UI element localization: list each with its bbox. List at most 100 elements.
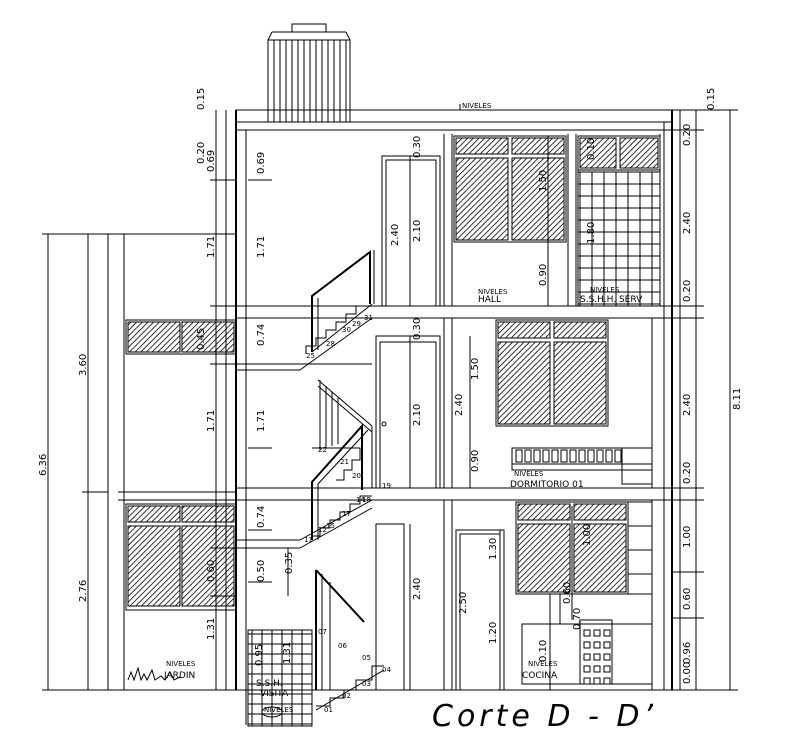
dim-label: 0.96 <box>682 642 693 664</box>
room-cocina: COCINA <box>522 671 558 681</box>
step-number: 31 <box>364 314 373 322</box>
step-number: 14 <box>356 496 365 504</box>
step-number: 17 <box>342 510 351 518</box>
dim-label: 1.80 <box>586 222 597 244</box>
levels-label: NIVELES <box>264 706 294 714</box>
dim-parapet-right: 0.15 <box>706 88 717 110</box>
dimension-lines <box>42 109 738 691</box>
dim-label: 1.20 <box>488 622 499 644</box>
dim-label: 0.60 <box>682 588 693 610</box>
room-sshh-visita-line2: VISITA <box>260 689 289 699</box>
dim-label: 0.69 <box>256 152 267 174</box>
dim-label: 0.10 <box>538 640 549 662</box>
left-extension <box>107 233 237 691</box>
dim-label: 1.31 <box>282 642 293 664</box>
dimension-labels: 6.36 3.60 2.76 8.11 0.15 0.15 0.20 0.69 … <box>38 88 743 684</box>
room-dormitorio: DORMITORIO 01 <box>510 480 584 490</box>
dim-label: 1.71 <box>206 410 217 432</box>
dim-label: 0.10 <box>586 138 597 160</box>
dim-label: 0.20 <box>196 142 207 164</box>
step-number: 30 <box>342 326 351 334</box>
dim-label: 0.74 <box>256 324 267 346</box>
dim-label: 1.00 <box>682 526 693 548</box>
step-number: 19 <box>382 482 391 490</box>
dim-label: 1.00 <box>582 524 593 546</box>
step-number: 29 <box>352 320 361 328</box>
step-number: 21 <box>340 458 349 466</box>
step-number: 11 <box>304 536 313 544</box>
step-number: 06 <box>338 642 347 650</box>
dim-label: 0.90 <box>470 450 481 472</box>
step-number: 15 <box>326 522 335 530</box>
staircase <box>236 249 385 727</box>
levels-label: NIVELES <box>166 660 196 668</box>
room-jardin: JARDIN <box>163 671 195 681</box>
dim-label: 0.20 <box>682 280 693 302</box>
step-number: 07 <box>318 628 327 636</box>
dim-label: 0.30 <box>412 318 423 340</box>
dim-label: 0.95 <box>254 644 265 666</box>
dim-label: 0.50 <box>256 560 267 582</box>
furniture <box>511 171 660 685</box>
dim-upper-height: 3.60 <box>78 354 89 376</box>
step-number: 12 <box>318 526 327 534</box>
dim-label: 0.35 <box>284 552 295 574</box>
dim-label: 0.00 <box>682 662 693 684</box>
dim-total-height: 6.36 <box>38 454 49 476</box>
dim-label: 2.10 <box>412 404 423 426</box>
dim-label: 1.71 <box>256 236 267 258</box>
dim-label: 1.71 <box>206 236 217 258</box>
step-number: 25 <box>306 352 315 360</box>
step-number: 18 <box>362 496 371 504</box>
levels-label: NIVELES <box>514 470 544 478</box>
room-labels: NIVELES HALL NIVELES S.S.H.H. SERV NIVEL… <box>163 286 643 714</box>
step-number: 02 <box>342 692 351 700</box>
dim-lower-height: 2.76 <box>78 580 89 602</box>
dim-label: 2.40 <box>682 212 693 234</box>
step-number: 01 <box>324 706 333 714</box>
dim-label: 2.40 <box>412 578 423 600</box>
levels-label-roof: NIVELES <box>462 102 492 110</box>
step-number: 03 <box>362 680 371 688</box>
dim-label: 0.74 <box>256 506 267 528</box>
dim-label: 1.31 <box>206 618 217 640</box>
dim-label: 2.50 <box>458 592 469 614</box>
dim-label: 0.69 <box>206 150 217 172</box>
dim-label: 1.50 <box>538 170 549 192</box>
step-number: 20 <box>352 472 361 480</box>
dim-label: 0.20 <box>682 124 693 146</box>
room-sshh-serv: S.S.H.H. SERV <box>580 295 643 305</box>
levels-label: NIVELES <box>478 288 508 296</box>
dim-parapet-left: 0.15 <box>196 88 207 110</box>
dim-label: 2.40 <box>454 394 465 416</box>
doors <box>375 155 505 691</box>
dim-right-total: 8.11 <box>732 388 743 410</box>
room-hall: HALL <box>478 295 501 305</box>
dim-label: 0.90 <box>538 264 549 286</box>
dim-label: 0.70 <box>572 608 583 630</box>
step-number: 05 <box>362 654 371 662</box>
room-sshh-visita-line1: S.S.H. <box>256 679 283 689</box>
step-number: 22 <box>318 446 327 454</box>
dim-label: 0.20 <box>682 462 693 484</box>
dim-label: 2.10 <box>412 220 423 242</box>
levels-label: NIVELES <box>590 286 620 294</box>
dim-label: 0.45 <box>196 328 207 350</box>
dim-label: 0.30 <box>412 136 423 158</box>
dim-label: 0.60 <box>206 560 217 582</box>
dim-label: 2.40 <box>390 224 401 246</box>
dim-label: 2.40 <box>682 394 693 416</box>
water-tank <box>267 23 351 123</box>
step-number: 04 <box>382 666 391 674</box>
dim-label: 1.50 <box>470 358 481 380</box>
section-title: Corte D - D’ <box>432 699 657 734</box>
windows <box>453 135 661 595</box>
step-number: 28 <box>326 340 335 348</box>
dim-label: 1.71 <box>256 410 267 432</box>
roof-slab: NIVELES <box>235 102 673 131</box>
levels-label: NIVELES <box>528 660 558 668</box>
dim-label: 0.60 <box>562 582 573 604</box>
dim-label: 1.30 <box>488 538 499 560</box>
